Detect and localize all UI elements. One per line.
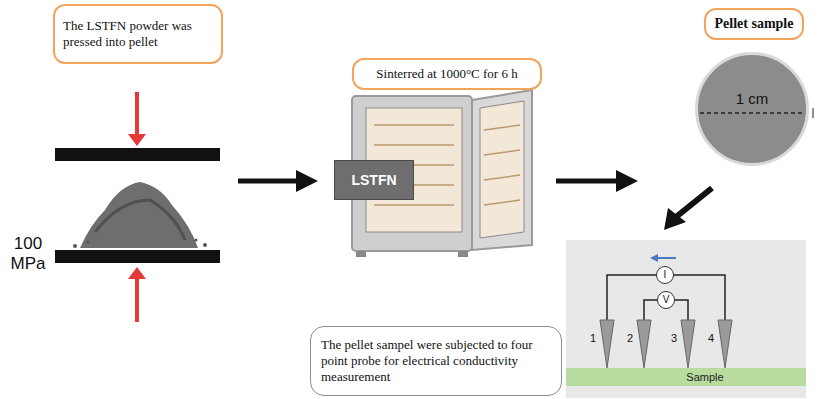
process-arrow [238, 170, 318, 192]
node-text: Sinterred at 1000°C for 6 h [376, 66, 517, 82]
pellet-circle: 1 cm [695, 52, 809, 166]
sample-label-box: LSTFN [334, 160, 414, 200]
tick-mark [813, 108, 814, 118]
node-text: V [663, 295, 670, 305]
probe-number: 3 [671, 332, 681, 345]
node-text: LSTFN [351, 172, 396, 188]
note-box: The pellet sampel were subjected to four… [310, 326, 562, 396]
current-meter: I [656, 266, 674, 284]
probe-number: 4 [708, 332, 718, 345]
node-text: Pellet sample [715, 15, 794, 33]
process-arrow [556, 170, 638, 192]
node-text: I [664, 270, 667, 280]
process-box: Sinterred at 1000°C for 6 h [352, 58, 542, 90]
node-text: The LSTFN powder was pressed into pellet [63, 18, 213, 51]
probe-number: 1 [590, 332, 600, 345]
process-box: Pellet sample [704, 8, 804, 40]
probe-panel [566, 240, 806, 398]
pressure-label: 100 MPa [4, 234, 52, 273]
probe-number: 2 [627, 332, 637, 345]
voltage-meter: V [657, 291, 675, 309]
process-box: The LSTFN powder was pressed into pellet [53, 4, 223, 64]
process-arrow [664, 188, 712, 230]
sample-bar: Sample [680, 368, 730, 386]
node-text: The pellet sampel were subjected to four… [321, 337, 551, 386]
node-text: Sample [686, 371, 723, 383]
press [55, 92, 220, 322]
node-text: 1 cm [736, 90, 769, 107]
furnace [352, 90, 532, 257]
